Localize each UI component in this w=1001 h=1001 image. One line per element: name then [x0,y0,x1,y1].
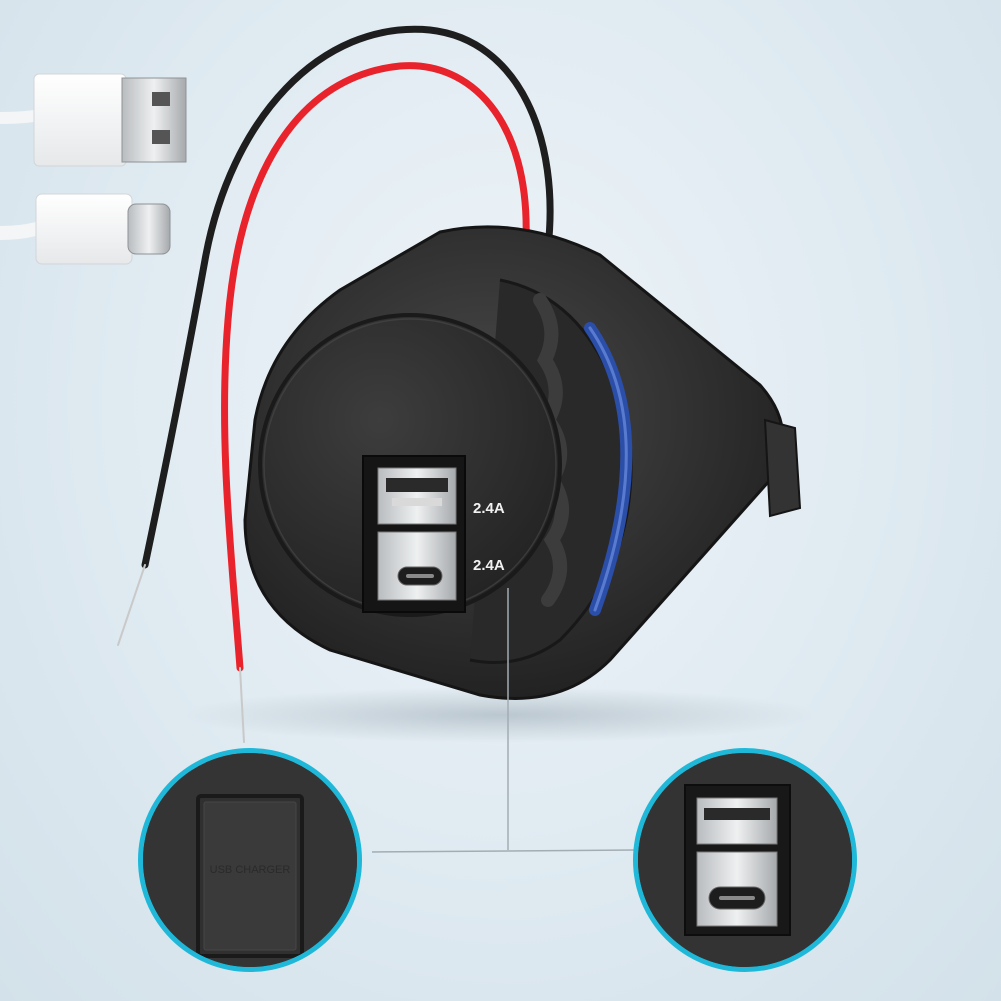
callout-lines [371,588,641,853]
drop-shadow [180,687,820,743]
usb-c-plug-icon [0,193,171,265]
usb-c-rating-label: 2.4A [473,557,505,574]
cover-detail-inset: USB CHARGER [138,748,362,972]
charging-ports [362,455,466,613]
port-detail-inset [633,748,857,972]
cover-engraving: USB CHARGER [210,864,291,876]
usb-a-rating-label: 2.4A [473,500,505,517]
usb-a-plug-icon [0,73,187,167]
power-wires [117,25,554,743]
